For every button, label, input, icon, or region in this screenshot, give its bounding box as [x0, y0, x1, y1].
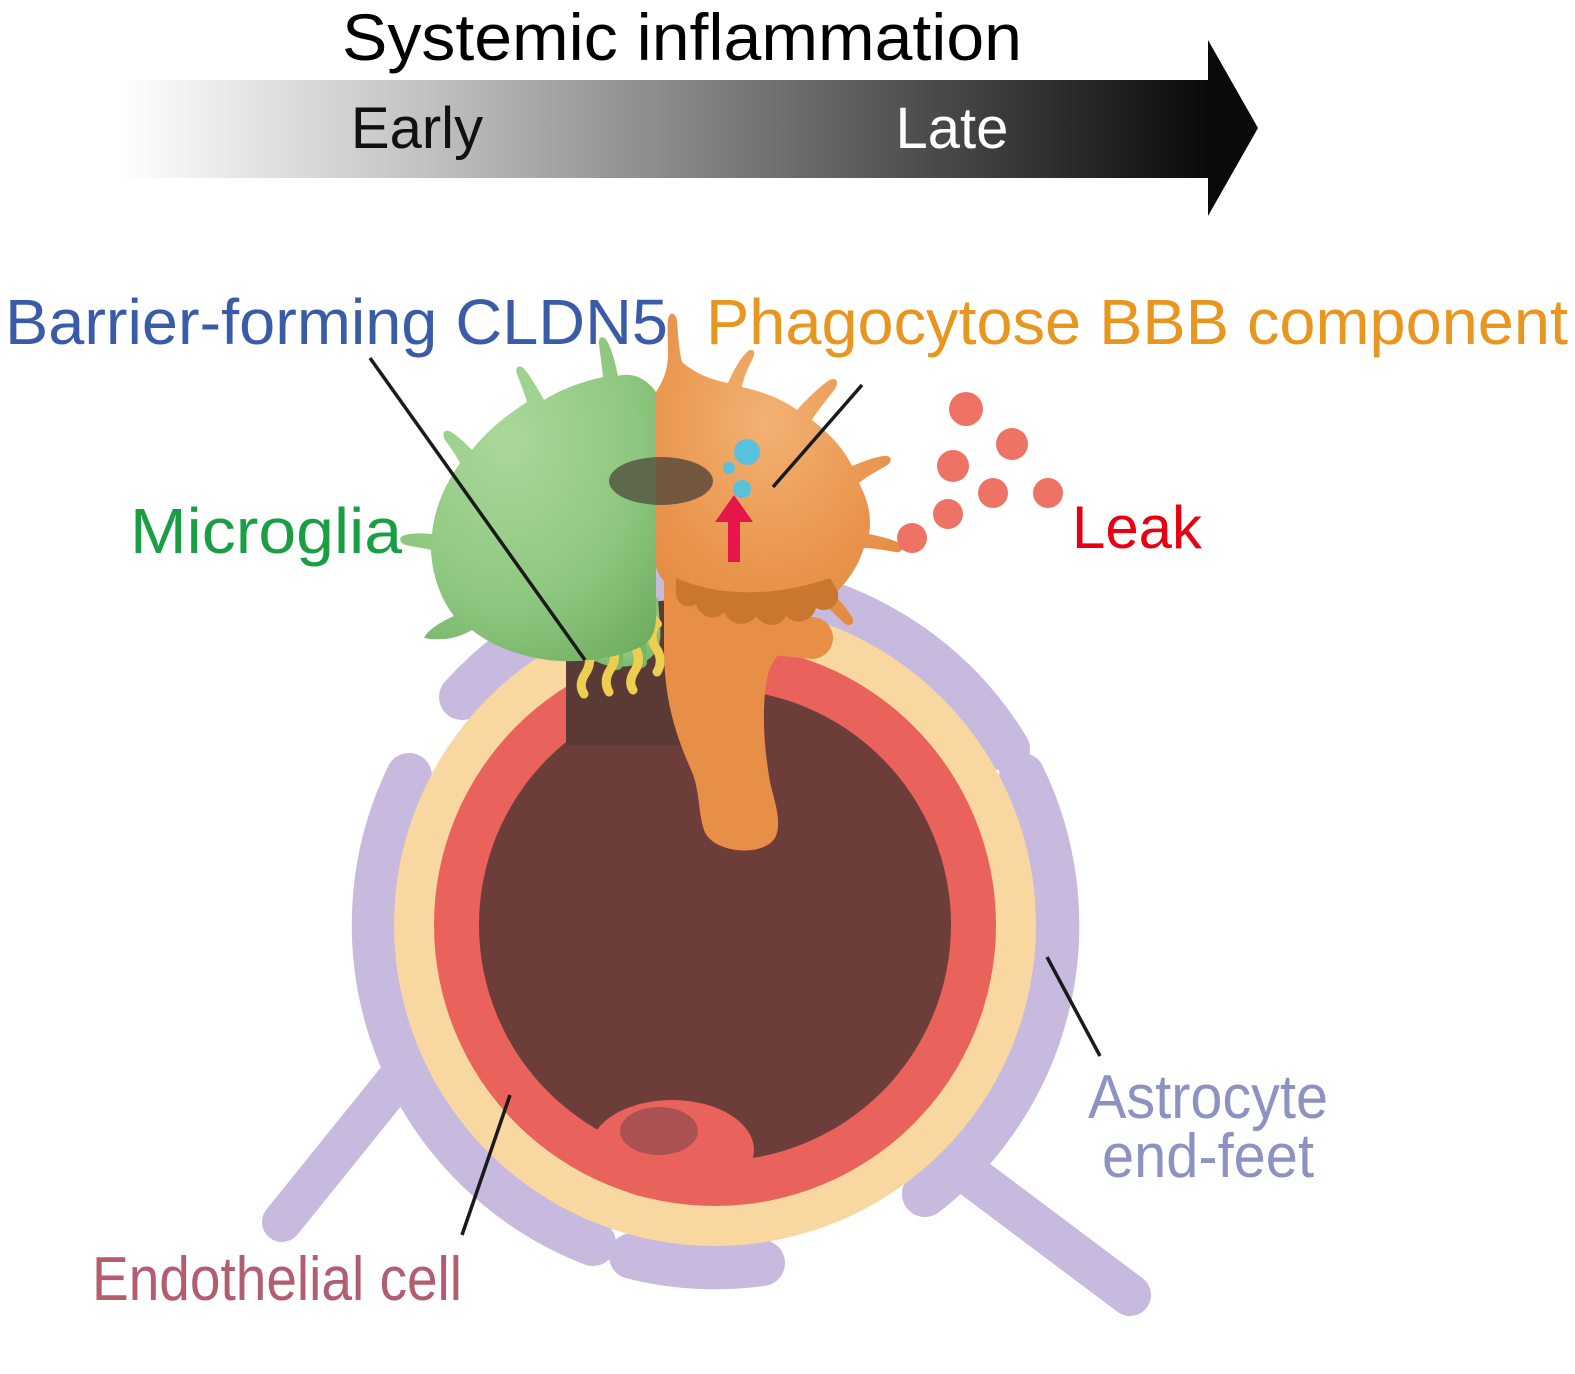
leader-line-astrocyte	[1045, 956, 1102, 1057]
microglia-label: Microglia	[130, 495, 402, 567]
microglia-nucleus	[609, 457, 713, 505]
timeline-arrowhead-icon	[1208, 40, 1258, 216]
vessel-lumen	[479, 689, 951, 1161]
orange-foot-stalk	[664, 556, 802, 851]
astrocyte-process-right	[929, 1139, 1151, 1316]
microglia-cell	[400, 313, 903, 851]
nucleus-orange-side	[656, 457, 713, 505]
astrocyte-segment-right	[902, 753, 1080, 1217]
phagosome-dot	[723, 462, 735, 474]
leak-dot	[897, 523, 927, 553]
phagocytose-bbb-label: Phagocytose BBB component	[706, 286, 1568, 358]
astrocyte-endfeet-label: Astrocyte end-feet	[1088, 1063, 1328, 1191]
phagosome-vesicles	[723, 439, 760, 498]
leak-dot	[933, 499, 963, 529]
leak-dot	[937, 450, 969, 482]
phagocytic-ruffle	[675, 578, 839, 625]
timeline-late-label: Late	[896, 96, 1009, 161]
nucleus-green-side	[609, 457, 656, 505]
leader-line-cldn5	[368, 356, 587, 662]
timeline-gradient-bar	[118, 80, 1208, 178]
astrocyte-segment-bottom	[609, 1233, 785, 1290]
leak-particles	[897, 392, 1063, 553]
astrocyte-process-left	[262, 1058, 418, 1242]
timeline-early-label: Early	[351, 96, 483, 161]
leak-dot	[978, 478, 1008, 508]
phagosome-dot	[733, 480, 751, 498]
microglia-green-half	[400, 337, 656, 662]
timeline-arrow: Early Late	[118, 40, 1258, 216]
astrocyte-label-line2: end-feet	[1102, 1122, 1314, 1191]
microglia-orange-half	[656, 313, 903, 626]
leader-line-endothelial	[460, 1094, 512, 1236]
endothelial-nucleus	[620, 1107, 698, 1155]
leak-dot	[996, 428, 1028, 460]
leader-lines	[368, 356, 1102, 1236]
page-title: Systemic inflammation	[342, 0, 1022, 74]
leak-label: Leak	[1072, 494, 1203, 561]
barrier-cldn5-label: Barrier-forming CLDN5	[5, 286, 668, 358]
leak-dot	[949, 392, 983, 426]
upregulation-arrow-icon	[715, 495, 753, 562]
astrocyte-label-line1: Astrocyte	[1088, 1063, 1328, 1132]
phagosome-dot	[734, 439, 760, 465]
vessel-cross-section	[262, 561, 1151, 1316]
astrocyte-segment-left	[351, 753, 616, 1266]
leader-line-phagocytose	[771, 383, 864, 489]
leak-dot	[1033, 478, 1063, 508]
endothelial-cell-label: Endothelial cell	[92, 1245, 462, 1314]
